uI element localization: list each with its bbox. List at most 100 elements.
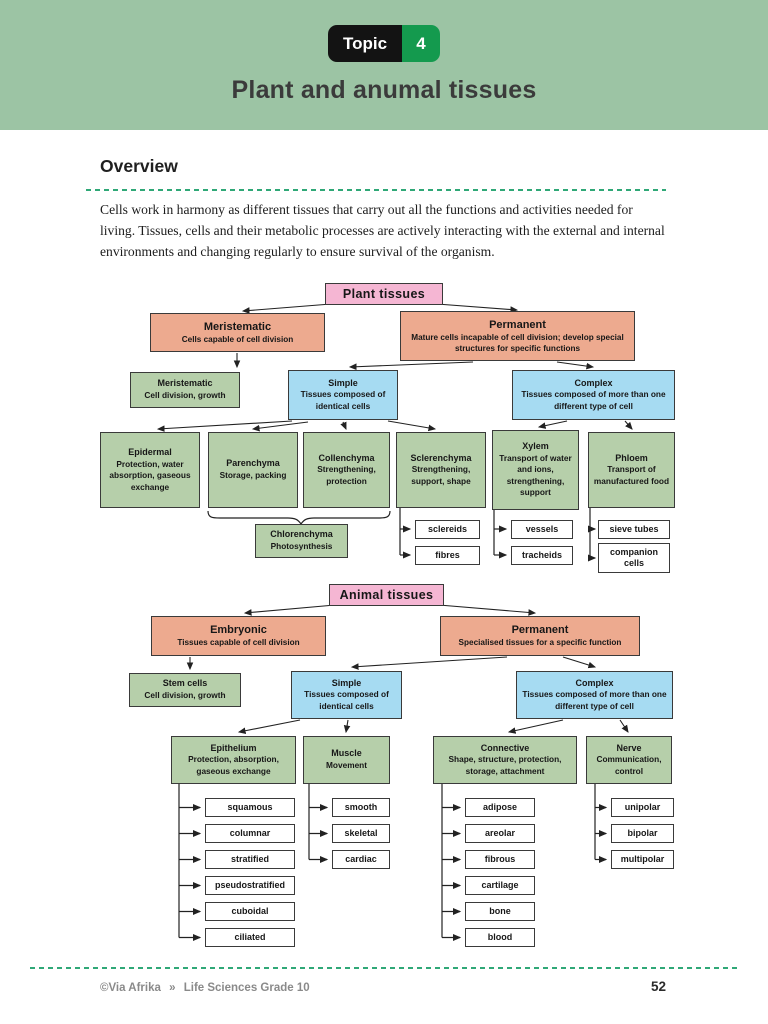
footer-separator: »	[169, 982, 176, 994]
plant-node-chlorenchyma: Chlorenchyma Photosynthesis	[255, 524, 348, 558]
leaf-label: cardiac	[345, 854, 377, 865]
node-subtitle: Tissues composed of identical cells	[304, 689, 389, 711]
node-title: Collenchyma	[318, 452, 375, 463]
node-title: Phloem	[615, 452, 648, 463]
leaf-label: vessels	[525, 524, 559, 535]
animal-node-epithelium: Epithelium Protection, absorption, gaseo…	[171, 736, 296, 784]
leaf-label: ciliated	[234, 932, 266, 943]
plant-leaf-sclereids: sclereids	[415, 520, 480, 539]
footer-imprint: ©Via Afrika » Life Sciences Grade 10	[100, 982, 310, 994]
leaf-label: bipolar	[627, 828, 658, 839]
node-subtitle: Specialised tissues for a specific funct…	[458, 638, 622, 648]
plant-leaf-sieve-tubes: sieve tubes	[598, 520, 670, 539]
node-title: Connective	[480, 742, 530, 753]
leaf-label: smooth	[344, 802, 378, 813]
node-title: Xylem	[522, 441, 549, 452]
node-title: Permanent	[489, 318, 546, 331]
leaf-label: fibrous	[484, 854, 516, 865]
topic-badge: Topic 4	[327, 25, 441, 62]
node-subtitle: Transport of manufactured food	[593, 464, 670, 486]
node-title: Simple	[328, 377, 358, 388]
animal-leaf-cardiac: cardiac	[332, 850, 390, 869]
copyright-text: ©Via Afrika	[100, 982, 161, 994]
node-subtitle: Tissues composed of more than one differ…	[521, 389, 666, 411]
animal-leaf-skeletal: skeletal	[332, 824, 390, 843]
plant-leaf-companion-cells: companion cells	[598, 543, 670, 573]
node-title: Animal tissues	[339, 587, 434, 602]
leaf-label: companion cells	[609, 547, 658, 568]
plant-node-phloem: Phloem Transport of manufactured food	[588, 432, 675, 508]
node-subtitle: Protection, water absorption, gaseous ex…	[109, 458, 191, 492]
animal-leaf-bone: bone	[465, 902, 535, 921]
plant-node-complex: Complex Tissues composed of more than on…	[512, 370, 675, 420]
node-title: Nerve	[616, 742, 642, 753]
header-banner: Topic 4 Plant and anumal tissues	[0, 0, 768, 130]
animal-node-root: Animal tissues	[329, 584, 444, 606]
leaf-label: cuboidal	[231, 906, 269, 917]
animal-leaf-squamous: squamous	[205, 798, 295, 817]
node-subtitle: Cell division, growth	[144, 690, 226, 701]
overview-paragraph: Cells work in harmony as different tissu…	[100, 202, 665, 260]
node-subtitle: Strengthening, protection	[317, 464, 376, 486]
animal-leaf-smooth: smooth	[332, 798, 390, 817]
leaf-label: stratified	[230, 854, 269, 865]
animal-node-connective: Connective Shape, structure, protection,…	[433, 736, 577, 784]
book-title: Life Sciences Grade 10	[183, 982, 310, 994]
leaf-label: sieve tubes	[609, 524, 659, 535]
node-subtitle: Tissues capable of cell division	[177, 638, 300, 648]
node-title: Complex	[575, 677, 614, 688]
plant-tissues-diagram: Plant tissues Meristematic Cells capable…	[95, 280, 680, 590]
plant-node-meristematic: Meristematic Cells capable of cell divis…	[150, 313, 325, 352]
animal-node-nerve: Nerve Communication, control	[586, 736, 672, 784]
leaf-label: multipolar	[620, 854, 665, 865]
node-title: Sclerenchyma	[410, 452, 472, 463]
leaf-label: adipose	[482, 802, 517, 813]
animal-node-permanent: Permanent Specialised tissues for a spec…	[440, 616, 640, 656]
page-title: Plant and anumal tissues	[231, 76, 537, 104]
animal-node-muscle: Muscle Movement	[303, 736, 390, 784]
node-subtitle: Transport of water and ions, strengtheni…	[499, 452, 572, 498]
node-subtitle: Protection, absorption, gaseous exchange	[188, 754, 279, 776]
plant-node-collenchyma: Collenchyma Strengthening, protection	[303, 432, 390, 508]
animal-node-stem-cells: Stem cells Cell division, growth	[129, 673, 241, 707]
animal-leaf-adipose: adipose	[465, 798, 535, 817]
node-subtitle: Movement	[325, 760, 368, 771]
plant-leaf-fibres: fibres	[415, 546, 480, 565]
plant-node-meristematic-tissue: Meristematic Cell division, growth	[130, 372, 240, 408]
plant-node-xylem: Xylem Transport of water and ions, stren…	[492, 430, 579, 510]
animal-leaf-multipolar: multipolar	[611, 850, 674, 869]
node-subtitle: Tissues composed of identical cells	[300, 389, 386, 411]
animal-leaf-cartilage: cartilage	[465, 876, 535, 895]
leaf-label: skeletal	[344, 828, 378, 839]
animal-leaf-areolar: areolar	[465, 824, 535, 843]
node-subtitle: Mature cells incapable of cell division;…	[411, 332, 624, 354]
plant-node-permanent: Permanent Mature cells incapable of cell…	[400, 311, 635, 361]
animal-node-embryonic: Embryonic Tissues capable of cell divisi…	[151, 616, 326, 656]
node-title: Permanent	[511, 624, 569, 637]
node-title: Meristematic	[157, 378, 213, 389]
node-title: Chlorenchyma	[270, 529, 333, 540]
animal-leaf-cuboidal: cuboidal	[205, 902, 295, 921]
leaf-label: sclereids	[427, 524, 468, 535]
node-title: Epithelium	[210, 742, 257, 753]
node-subtitle: Cell division, growth	[144, 390, 226, 401]
page-number: 52	[650, 979, 666, 994]
animal-leaf-bipolar: bipolar	[611, 824, 674, 843]
animal-leaf-ciliated: ciliated	[205, 928, 295, 947]
plant-leaf-tracheids: tracheids	[511, 546, 573, 565]
topic-label: Topic	[327, 25, 403, 62]
plant-node-parenchyma: Parenchyma Storage, packing	[208, 432, 298, 508]
animal-leaf-fibrous: fibrous	[465, 850, 535, 869]
overview-heading: Overview	[100, 156, 178, 176]
animal-leaf-blood: blood	[465, 928, 535, 947]
leaf-label: areolar	[484, 828, 516, 839]
node-subtitle: Photosynthesis	[270, 541, 333, 552]
node-subtitle: Storage, packing	[219, 470, 287, 481]
animal-node-complex: Complex Tissues composed of more than on…	[516, 671, 673, 719]
node-title: Simple	[331, 677, 362, 688]
node-title: Complex	[574, 377, 613, 388]
leaf-label: squamous	[227, 802, 273, 813]
node-subtitle: Strengthening, support, shape	[411, 464, 471, 486]
node-subtitle: Tissues composed of more than one differ…	[522, 689, 667, 711]
